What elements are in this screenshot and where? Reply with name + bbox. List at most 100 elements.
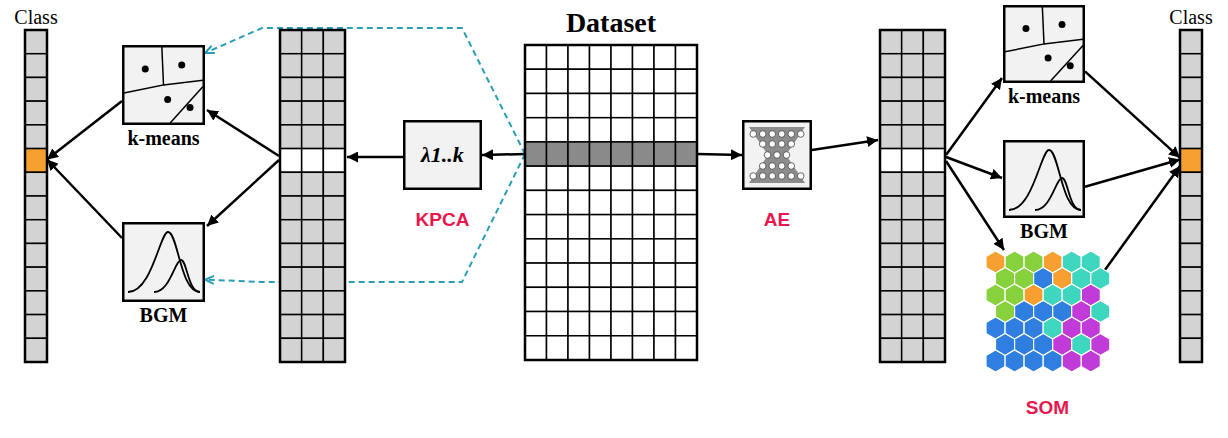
grid-cell bbox=[302, 101, 324, 125]
grid-cell bbox=[902, 196, 924, 220]
autoencoder-box-picture bbox=[742, 120, 812, 190]
grid-cell bbox=[302, 54, 324, 78]
grid-cell bbox=[590, 336, 612, 360]
grid-cell bbox=[923, 338, 945, 362]
grid-cell bbox=[280, 291, 302, 315]
grid-cell bbox=[25, 54, 47, 78]
grid-cell bbox=[590, 239, 612, 263]
grid-cell bbox=[302, 291, 324, 315]
neuron bbox=[769, 141, 776, 148]
bgm-box: BGM bbox=[122, 222, 205, 302]
grid-cell bbox=[633, 166, 655, 190]
gaussian-curve bbox=[1009, 150, 1081, 210]
arrow bbox=[207, 110, 279, 156]
grid-cell bbox=[568, 239, 590, 263]
grid-cell bbox=[1180, 315, 1202, 339]
grid-cell bbox=[590, 142, 612, 166]
grid-cell bbox=[525, 190, 547, 214]
grid-cell bbox=[902, 125, 924, 149]
grid-cell bbox=[654, 239, 676, 263]
grid-cell bbox=[633, 215, 655, 239]
grid-cell bbox=[923, 54, 945, 78]
grid-cell bbox=[547, 239, 569, 263]
grid-cell bbox=[1180, 30, 1202, 54]
grid-cell bbox=[525, 142, 547, 166]
node-label: k-means bbox=[1008, 85, 1080, 107]
grid-cell bbox=[923, 267, 945, 291]
grid-cell bbox=[611, 69, 633, 93]
grid-cell bbox=[880, 172, 902, 196]
neuron bbox=[778, 131, 785, 138]
grid-cell bbox=[25, 243, 47, 267]
grid-cell bbox=[923, 30, 945, 54]
grid-cell bbox=[676, 287, 698, 311]
grid-cell bbox=[547, 263, 569, 287]
grid-cell bbox=[25, 291, 47, 315]
arrow bbox=[347, 156, 403, 159]
grid-cell bbox=[568, 287, 590, 311]
cluster-dot bbox=[1022, 25, 1029, 32]
class-column: Class bbox=[1180, 30, 1202, 362]
grid-cell bbox=[676, 336, 698, 360]
som-cell bbox=[1024, 350, 1043, 372]
grid-cell bbox=[654, 142, 676, 166]
grid-cell bbox=[302, 77, 324, 101]
grid-cell bbox=[902, 172, 924, 196]
voronoi-line bbox=[170, 87, 203, 123]
grid-cell bbox=[280, 243, 302, 267]
grid-cell bbox=[923, 220, 945, 244]
grid-cell bbox=[547, 287, 569, 311]
cluster-dot bbox=[1067, 62, 1074, 69]
neuron bbox=[788, 131, 795, 138]
grid-cell bbox=[568, 263, 590, 287]
voronoi-line bbox=[1005, 7, 1044, 52]
grid-cell bbox=[676, 166, 698, 190]
grid-cell bbox=[525, 263, 547, 287]
grid-cell bbox=[568, 336, 590, 360]
arrow bbox=[812, 140, 878, 150]
icon-frame bbox=[404, 121, 481, 189]
grid-cell bbox=[568, 45, 590, 69]
grid-cell bbox=[547, 69, 569, 93]
grid-cell bbox=[676, 69, 698, 93]
grid-cell bbox=[880, 77, 902, 101]
grid-cell bbox=[25, 267, 47, 291]
kmeans-box-picture bbox=[122, 45, 205, 125]
grid-cell bbox=[590, 93, 612, 117]
cluster-dot bbox=[142, 66, 149, 73]
grid-cell bbox=[923, 125, 945, 149]
grid-cell bbox=[880, 30, 902, 54]
grid-cell bbox=[880, 125, 902, 149]
kmeans-box: k-means bbox=[122, 45, 205, 125]
grid-cell bbox=[280, 54, 302, 78]
grid-cell bbox=[323, 172, 345, 196]
arrow bbox=[946, 78, 1002, 155]
grid-cell bbox=[611, 166, 633, 190]
grid-cell bbox=[902, 315, 924, 339]
grid-cell bbox=[611, 215, 633, 239]
grid-cell bbox=[525, 69, 547, 93]
grid-cell bbox=[568, 118, 590, 142]
node-label: BGM bbox=[140, 304, 188, 326]
grid-cell bbox=[25, 220, 47, 244]
cluster-dot bbox=[164, 96, 171, 103]
grid-cell bbox=[880, 243, 902, 267]
neuron bbox=[759, 141, 766, 148]
grid-cell bbox=[880, 149, 902, 173]
grid-cell bbox=[25, 125, 47, 149]
grid-border bbox=[880, 30, 945, 362]
grid-cell bbox=[1180, 77, 1202, 101]
som-cell bbox=[1005, 350, 1024, 372]
arrow-connector bbox=[482, 154, 525, 155]
neuron bbox=[774, 152, 781, 159]
grid-cell bbox=[611, 45, 633, 69]
grid-cell bbox=[323, 196, 345, 220]
grid-cell bbox=[1180, 101, 1202, 125]
grid-cell bbox=[302, 267, 324, 291]
grid-cell bbox=[923, 291, 945, 315]
grid-cell bbox=[323, 220, 345, 244]
grid-cell bbox=[525, 118, 547, 142]
grid-cell bbox=[568, 69, 590, 93]
grid-border bbox=[1180, 30, 1202, 362]
